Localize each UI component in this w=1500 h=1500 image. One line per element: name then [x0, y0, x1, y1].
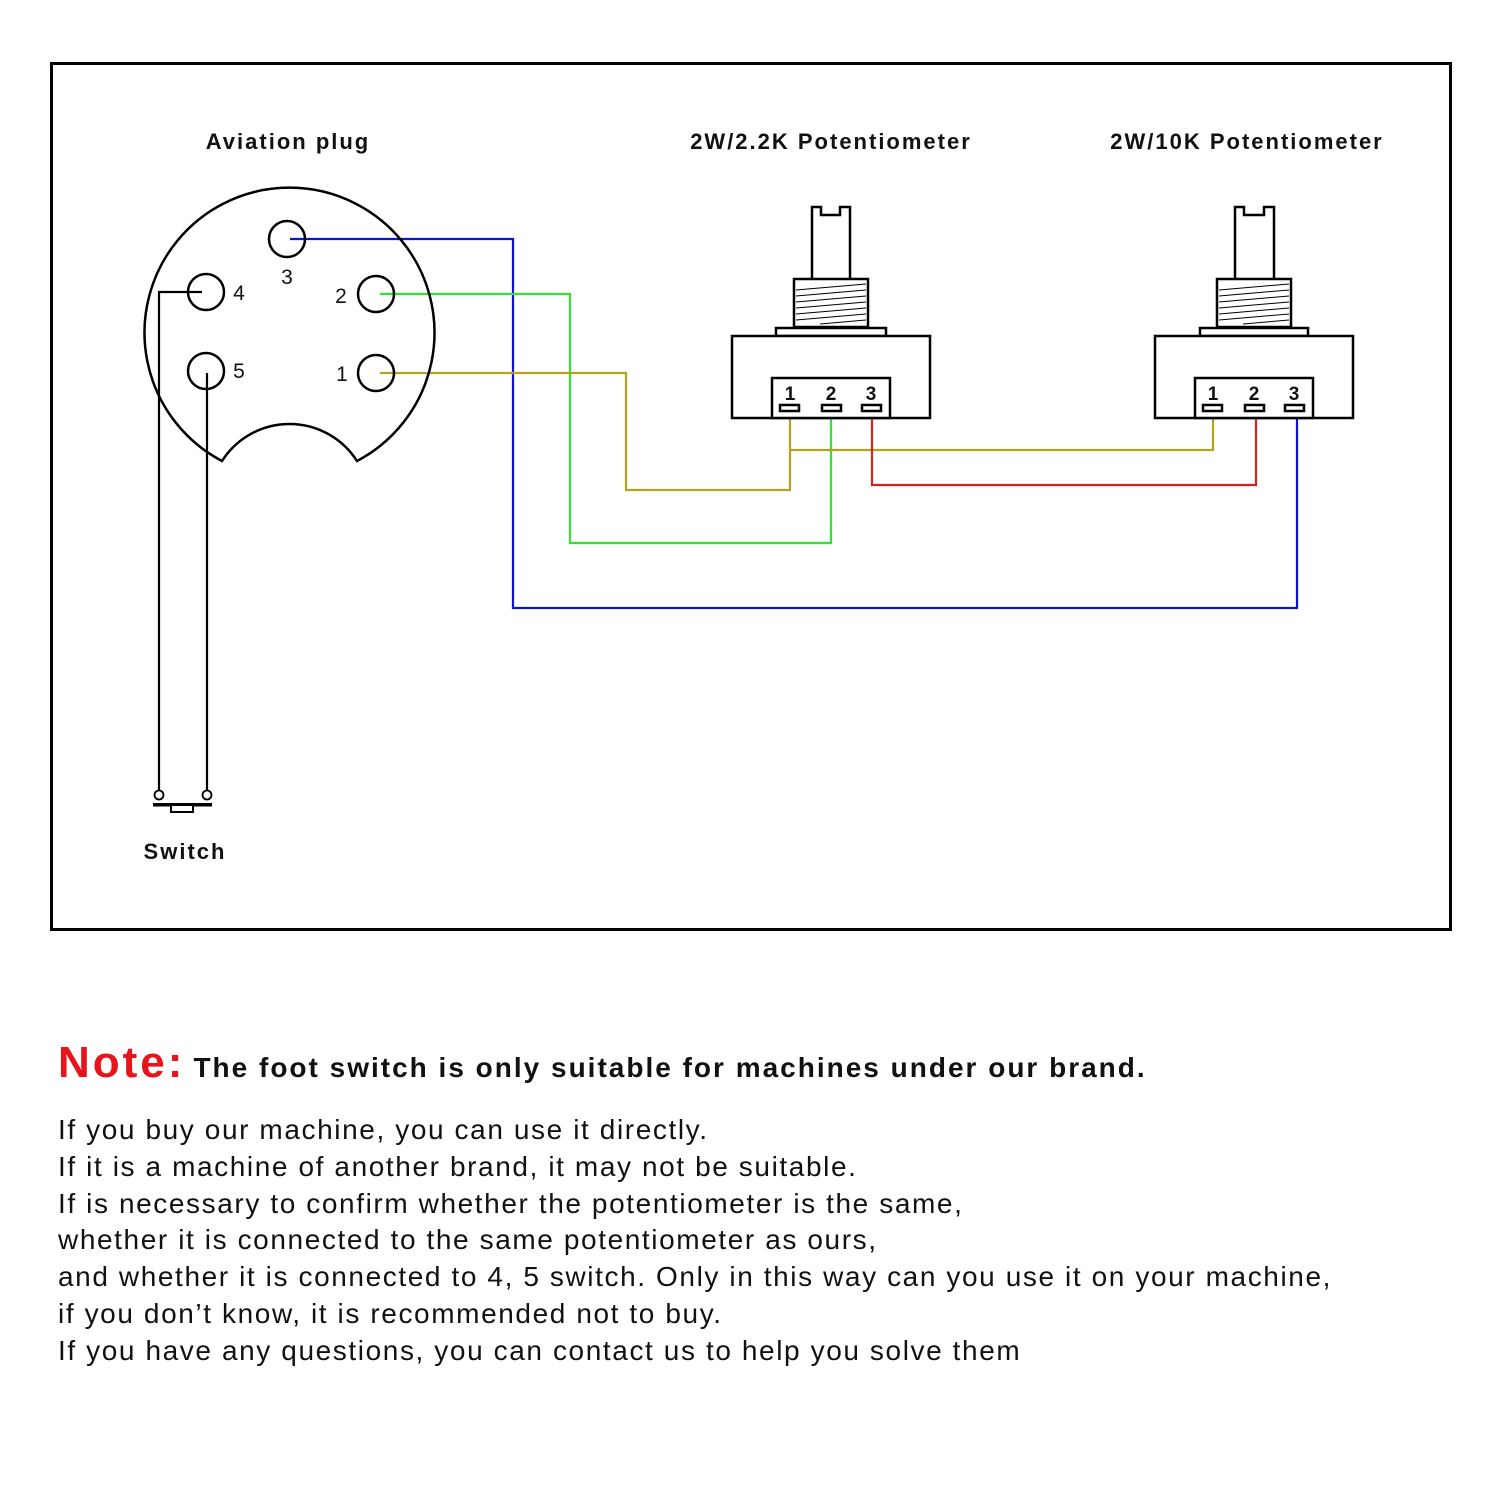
wire-plug3-to-pot2-pin3 — [290, 237, 1299, 610]
note-line: if you don’t know, it is recommended not… — [58, 1297, 723, 1329]
plug-pin-5 — [186, 351, 226, 391]
plug-pin-3 — [267, 219, 307, 259]
plug-pin-4-label: 4 — [233, 282, 245, 305]
note-line: If you buy our machine, you can use it d… — [58, 1114, 709, 1145]
pot2-terminal-3 — [1283, 403, 1306, 413]
plug-pin-1-label: 1 — [336, 363, 348, 386]
pot1-thread — [795, 283, 867, 325]
wire-plug2-to-pot1-pin2 — [380, 292, 833, 545]
pot2-terminal-1 — [1201, 403, 1224, 413]
switch-contact-right — [201, 789, 213, 801]
foot-switch — [153, 789, 213, 813]
pot1-terminal-3-label: 3 — [866, 384, 877, 405]
aviation-plug: 3 4 5 2 1 — [143, 186, 436, 463]
pot2-thread — [1218, 283, 1290, 325]
potentiometer-2-2k — [730, 205, 932, 420]
plug-pin-2 — [356, 274, 396, 314]
switch-contact-left — [153, 789, 165, 801]
pot2-shaft — [1233, 205, 1276, 279]
pot1-terminal-2 — [820, 403, 843, 413]
pot1-terminal-3 — [860, 403, 883, 413]
pot1-terminal-1 — [778, 403, 801, 413]
wires — [157, 237, 1299, 790]
pot2-terminal-3-label: 3 — [1289, 384, 1300, 405]
plug-body — [143, 186, 436, 463]
plug-pin-4 — [186, 272, 226, 312]
note-body: If you buy our machine, you can use it d… — [58, 1112, 1498, 1370]
switch-label: Switch — [144, 839, 227, 864]
pot-10k-title: 2W/10K Potentiometer — [1110, 129, 1384, 154]
aviation-plug-title: Aviation plug — [206, 129, 371, 154]
plug-pin-5-label: 5 — [233, 360, 245, 383]
note-heading: Note:The foot switch is only suitable fo… — [58, 1038, 1488, 1088]
note-line: whether it is connected to the same pote… — [58, 1224, 878, 1256]
wire-pot1-pin1-to-pot2-pin1 — [790, 410, 1215, 452]
note-line: If it is a machine of another brand, it … — [58, 1150, 858, 1182]
wire-plug4-to-switch — [157, 290, 202, 790]
diagram-frame — [50, 62, 1452, 931]
pot2-terminal-2-label: 2 — [1249, 384, 1260, 405]
potentiometer-10k — [1153, 205, 1355, 420]
pot-2-2k-title: 2W/2.2K Potentiometer — [690, 129, 972, 154]
wiring-diagram: Aviation plug 2W/2.2K Potentiometer 2W/1… — [50, 62, 1452, 931]
pot1-shaft — [810, 205, 852, 279]
note-line: and whether it is connected to 4, 5 swit… — [58, 1261, 1333, 1293]
pot1-terminal-2-label: 2 — [826, 384, 837, 405]
note-headline: The foot switch is only suitable for mac… — [193, 1052, 1147, 1083]
note-label: Note: — [58, 1038, 186, 1087]
switch-button — [170, 804, 194, 813]
plug-pin-2-label: 2 — [335, 285, 347, 308]
plug-pin-3-label: 3 — [281, 266, 293, 289]
pot1-terminal-1-label: 1 — [785, 384, 796, 405]
plug-pin-1 — [356, 353, 396, 393]
pot2-terminal-1-label: 1 — [1208, 384, 1219, 405]
note-line: If you have any questions, you can conta… — [58, 1334, 1022, 1366]
pot2-terminal-2 — [1243, 403, 1266, 413]
wire-plug1-to-pot1-pin1 — [380, 371, 792, 492]
note-line: If is necessary to confirm whether the p… — [58, 1187, 964, 1219]
wire-pot1-pin3-to-pot2-pin2 — [870, 410, 1258, 487]
